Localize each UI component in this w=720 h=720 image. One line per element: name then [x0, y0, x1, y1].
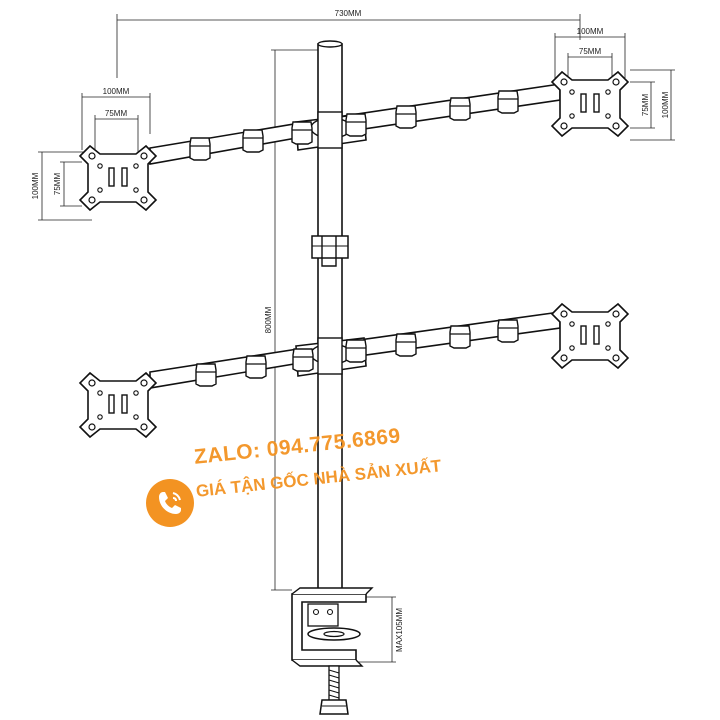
- dim-left-top-outer: 100MM: [103, 87, 130, 96]
- phone-icon: [146, 479, 194, 527]
- vesa-plate-bottom-left: [79, 372, 157, 438]
- dim-left-top-inner: 75MM: [105, 109, 128, 118]
- dim-right-top-outer: 100MM: [577, 27, 604, 36]
- dim-right-side-inner: 75MM: [641, 94, 650, 117]
- dim-left-side-outer: 100MM: [31, 172, 40, 199]
- dim-pole-height: 800MM: [264, 306, 273, 333]
- dim-left-side-inner: 75MM: [53, 173, 62, 196]
- vesa-plate-top-left: [79, 145, 157, 211]
- upper-arm: [149, 83, 561, 165]
- dim-right-side-outer: 100MM: [661, 91, 670, 118]
- dim-right-top-inner: 75MM: [579, 47, 602, 56]
- vesa-plate-bottom-right: [551, 303, 629, 369]
- dim-total-width: 730MM: [335, 9, 362, 18]
- desk-clamp: [291, 587, 374, 715]
- vesa-plate-top-right: [551, 71, 629, 137]
- dim-clamp-max: MAX105MM: [395, 608, 404, 652]
- lower-arm: [149, 311, 561, 389]
